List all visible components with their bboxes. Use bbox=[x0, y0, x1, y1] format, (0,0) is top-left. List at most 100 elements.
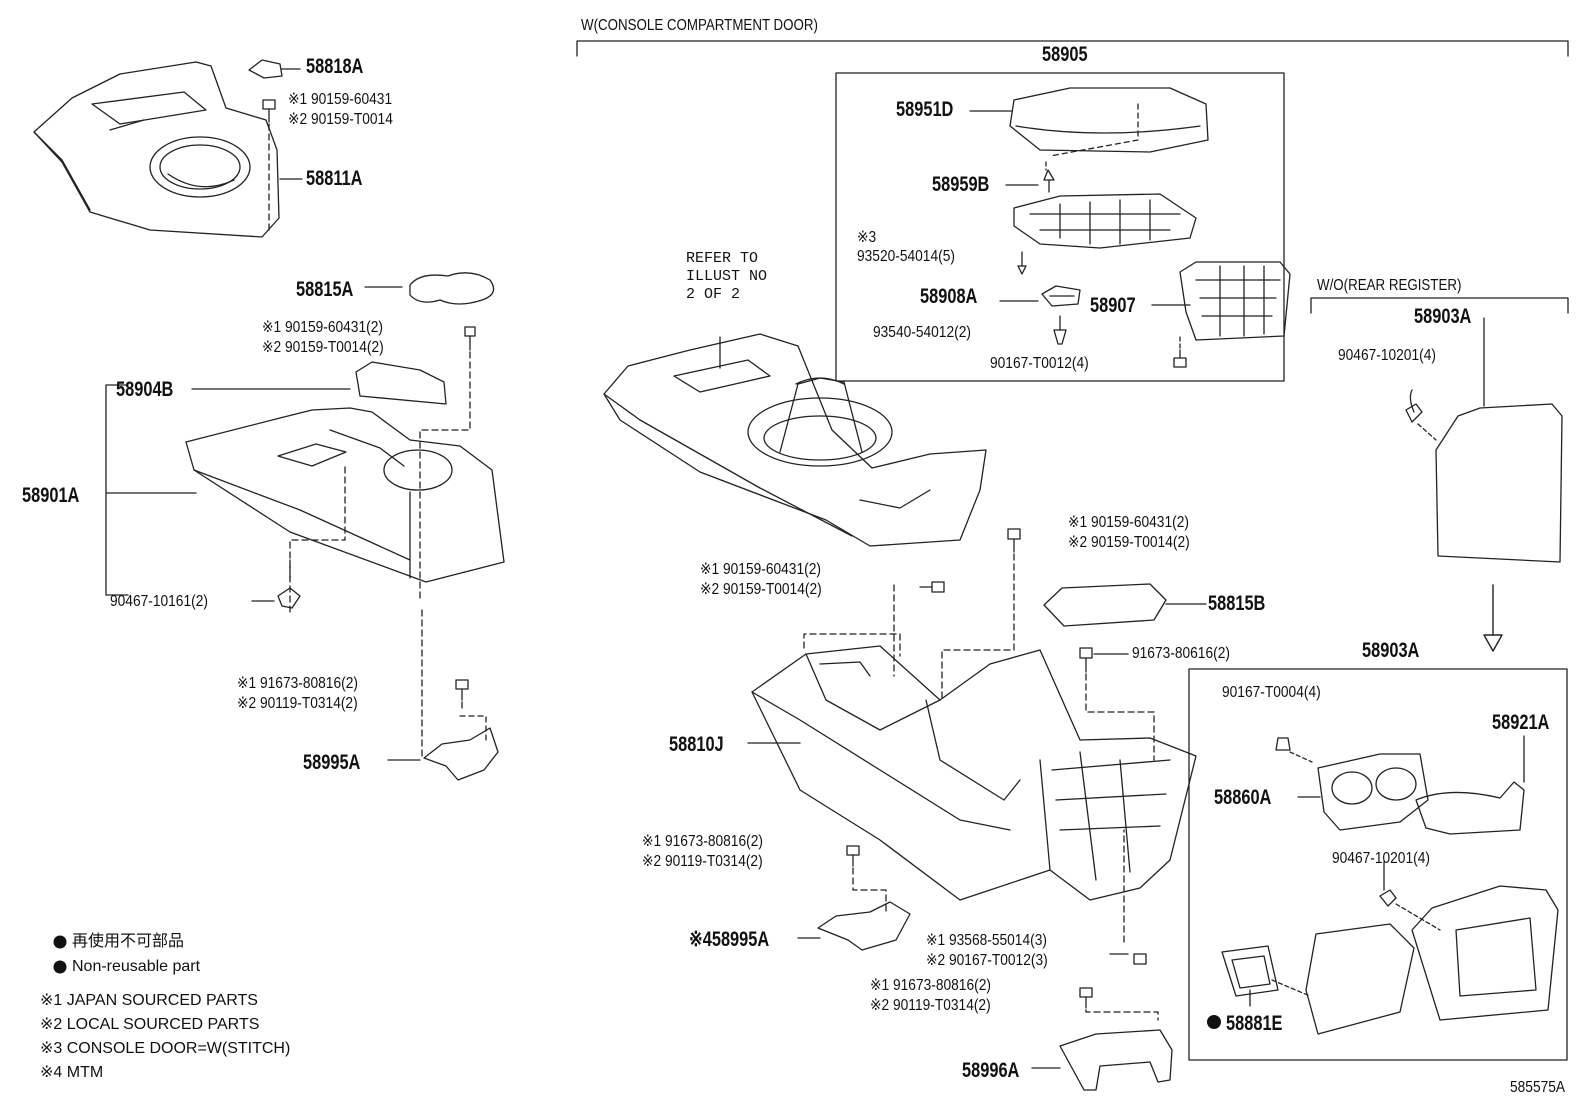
refer-line-3: 2 OF 2 bbox=[686, 286, 741, 303]
screw-icon bbox=[464, 326, 476, 351]
screw-icon bbox=[1053, 315, 1067, 345]
bolt-icon bbox=[919, 581, 945, 593]
part-58903A-top[interactable]: 58903A bbox=[1414, 305, 1472, 328]
fastener-c1-1[interactable]: ※1 90159-60431(2) bbox=[700, 561, 821, 578]
console-58901A bbox=[185, 407, 505, 583]
part-58996A[interactable]: 58996A bbox=[962, 1059, 1020, 1082]
screw-icon bbox=[1043, 169, 1055, 193]
part-58905[interactable]: 58905 bbox=[1042, 43, 1088, 66]
group-label-console-door: W(CONSOLE COMPARTMENT DOOR) bbox=[581, 17, 818, 34]
part-58995A-mtm[interactable]: ※458995A bbox=[689, 928, 770, 951]
bracket-58995A-left bbox=[423, 727, 499, 781]
fastener-bolt-90167-box[interactable]: 90167-T0012(4) bbox=[990, 355, 1089, 372]
shift-boot-console bbox=[603, 333, 987, 547]
hinge-base bbox=[1013, 193, 1197, 249]
bezel-58881E bbox=[1221, 945, 1279, 997]
vent-58860A bbox=[1317, 753, 1429, 831]
fastener-c1-2[interactable]: ※2 90159-T0014(2) bbox=[700, 581, 822, 598]
legend-note-2: ※2 LOCAL SOURCED PARTS bbox=[40, 1016, 260, 1033]
bracket-58996A bbox=[1059, 1029, 1173, 1091]
screw-icon bbox=[1017, 251, 1027, 275]
part-58881E[interactable]: 58881E bbox=[1226, 1012, 1283, 1035]
group-label-rear-register: W/O(REAR REGISTER) bbox=[1317, 277, 1462, 294]
fastener-m1-1[interactable]: ※1 90159-60431(2) bbox=[1068, 514, 1189, 531]
fastener-l2-2[interactable]: ※2 90159-T0014(2) bbox=[262, 339, 384, 356]
bolt-icon bbox=[1275, 737, 1313, 763]
fastener-b2-2[interactable]: ※2 90119-T0314(2) bbox=[870, 997, 991, 1014]
bolt-icon bbox=[1079, 987, 1093, 1009]
fastener-l3-1[interactable]: ※1 91673-80816(2) bbox=[237, 675, 358, 692]
fastener-clip-right-bottom[interactable]: 90467-10201(4) bbox=[1332, 850, 1430, 867]
fastener-m3-2[interactable]: ※2 90119-T0314(2) bbox=[642, 853, 763, 870]
part-58903A-bottom[interactable]: 58903A bbox=[1362, 639, 1420, 662]
fastener-bolt-90167-T0004[interactable]: 90167-T0004(4) bbox=[1222, 684, 1321, 701]
part-58810J[interactable]: 58810J bbox=[669, 733, 724, 756]
clip-icon bbox=[277, 587, 301, 609]
bolt-icon bbox=[1173, 349, 1187, 368]
mat-58815A bbox=[409, 272, 495, 305]
mat-58815B bbox=[1043, 583, 1167, 627]
cap-58818A bbox=[248, 59, 283, 79]
console-body-58810J bbox=[751, 645, 1197, 901]
duct bbox=[1305, 923, 1415, 1035]
refer-line-2: ILLUST NO bbox=[686, 268, 768, 285]
fastener-note3: ※3 bbox=[857, 229, 877, 246]
hinge-58907 bbox=[1179, 261, 1291, 341]
refer-line-1: REFER TO bbox=[686, 250, 759, 267]
part-58901A[interactable]: 58901A bbox=[22, 484, 80, 507]
bolt-icon bbox=[455, 679, 469, 701]
part-58951D[interactable]: 58951D bbox=[896, 98, 954, 121]
part-58995A-left[interactable]: 58995A bbox=[303, 751, 361, 774]
clip-icon bbox=[1379, 889, 1397, 907]
part-58959B[interactable]: 58959B bbox=[932, 173, 990, 196]
fastener-b1-1[interactable]: ※1 93568-55014(3) bbox=[926, 932, 1047, 949]
bolt-icon bbox=[846, 845, 860, 867]
shift-panel-58811A bbox=[33, 61, 280, 238]
trim-58921A bbox=[1415, 781, 1525, 835]
screw-icon bbox=[262, 99, 276, 123]
part-58908A[interactable]: 58908A bbox=[920, 285, 978, 308]
legend-note-4: ※4 MTM bbox=[40, 1064, 104, 1081]
fastener-l2-1[interactable]: ※1 90159-60431(2) bbox=[262, 319, 383, 336]
fastener-bolt-91673-80616[interactable]: 91673-80616(2) bbox=[1132, 645, 1230, 662]
fastener-screw-93540[interactable]: 93540-54012(2) bbox=[873, 324, 971, 341]
legend-note-1: ※1 JAPAN SOURCED PARTS bbox=[40, 992, 258, 1009]
part-58818A[interactable]: 58818A bbox=[306, 55, 364, 78]
boot-58904B bbox=[355, 361, 447, 405]
armrest-lid-58951D bbox=[1009, 87, 1209, 153]
part-58904B[interactable]: 58904B bbox=[116, 378, 174, 401]
bolt-icon bbox=[1109, 953, 1147, 965]
bracket-58995A-mid bbox=[817, 901, 911, 951]
legend-non-reusable-en: Non-reusable part bbox=[72, 958, 201, 975]
fastener-screw-93520[interactable]: 93520-54014(5) bbox=[857, 248, 955, 265]
fastener-tl-1[interactable]: ※1 90159-60431 bbox=[288, 91, 393, 108]
part-58815B[interactable]: 58815B bbox=[1208, 592, 1266, 615]
arrow-down-icon bbox=[1483, 584, 1503, 652]
fastener-tl-2[interactable]: ※2 90159-T0014 bbox=[288, 111, 393, 128]
part-58811A[interactable]: 58811A bbox=[306, 167, 363, 190]
fastener-clip-left[interactable]: 90467-10161(2) bbox=[110, 593, 208, 610]
clip-icon bbox=[1405, 403, 1423, 423]
rear-cover-58903A bbox=[1435, 403, 1563, 563]
console-door-bracket bbox=[576, 40, 1569, 57]
fastener-m1-2[interactable]: ※2 90159-T0014(2) bbox=[1068, 534, 1190, 551]
bolt-icon bbox=[1079, 647, 1093, 673]
latch-58908A bbox=[1041, 285, 1081, 307]
rear-register-detail-box bbox=[1188, 668, 1568, 1061]
part-58907[interactable]: 58907 bbox=[1090, 294, 1136, 317]
fastener-clip-right-top[interactable]: 90467-10201(4) bbox=[1338, 347, 1436, 364]
part-58815A[interactable]: 58815A bbox=[296, 278, 354, 301]
armrest-detail-box bbox=[835, 72, 1285, 382]
rear-panel bbox=[1411, 885, 1559, 1021]
legend-non-reusable-jp: 再使用不可部品 bbox=[72, 933, 185, 950]
fastener-m3-1[interactable]: ※1 91673-80816(2) bbox=[642, 833, 763, 850]
rear-register-bracket bbox=[1310, 297, 1569, 314]
fastener-b1-2[interactable]: ※2 90167-T0012(3) bbox=[926, 952, 1048, 969]
screw-icon bbox=[1007, 528, 1021, 553]
fastener-b2-1[interactable]: ※1 91673-80816(2) bbox=[870, 977, 991, 994]
part-58921A[interactable]: 58921A bbox=[1492, 711, 1550, 734]
fastener-l3-2[interactable]: ※2 90119-T0314(2) bbox=[237, 695, 358, 712]
part-58860A[interactable]: 58860A bbox=[1214, 786, 1272, 809]
